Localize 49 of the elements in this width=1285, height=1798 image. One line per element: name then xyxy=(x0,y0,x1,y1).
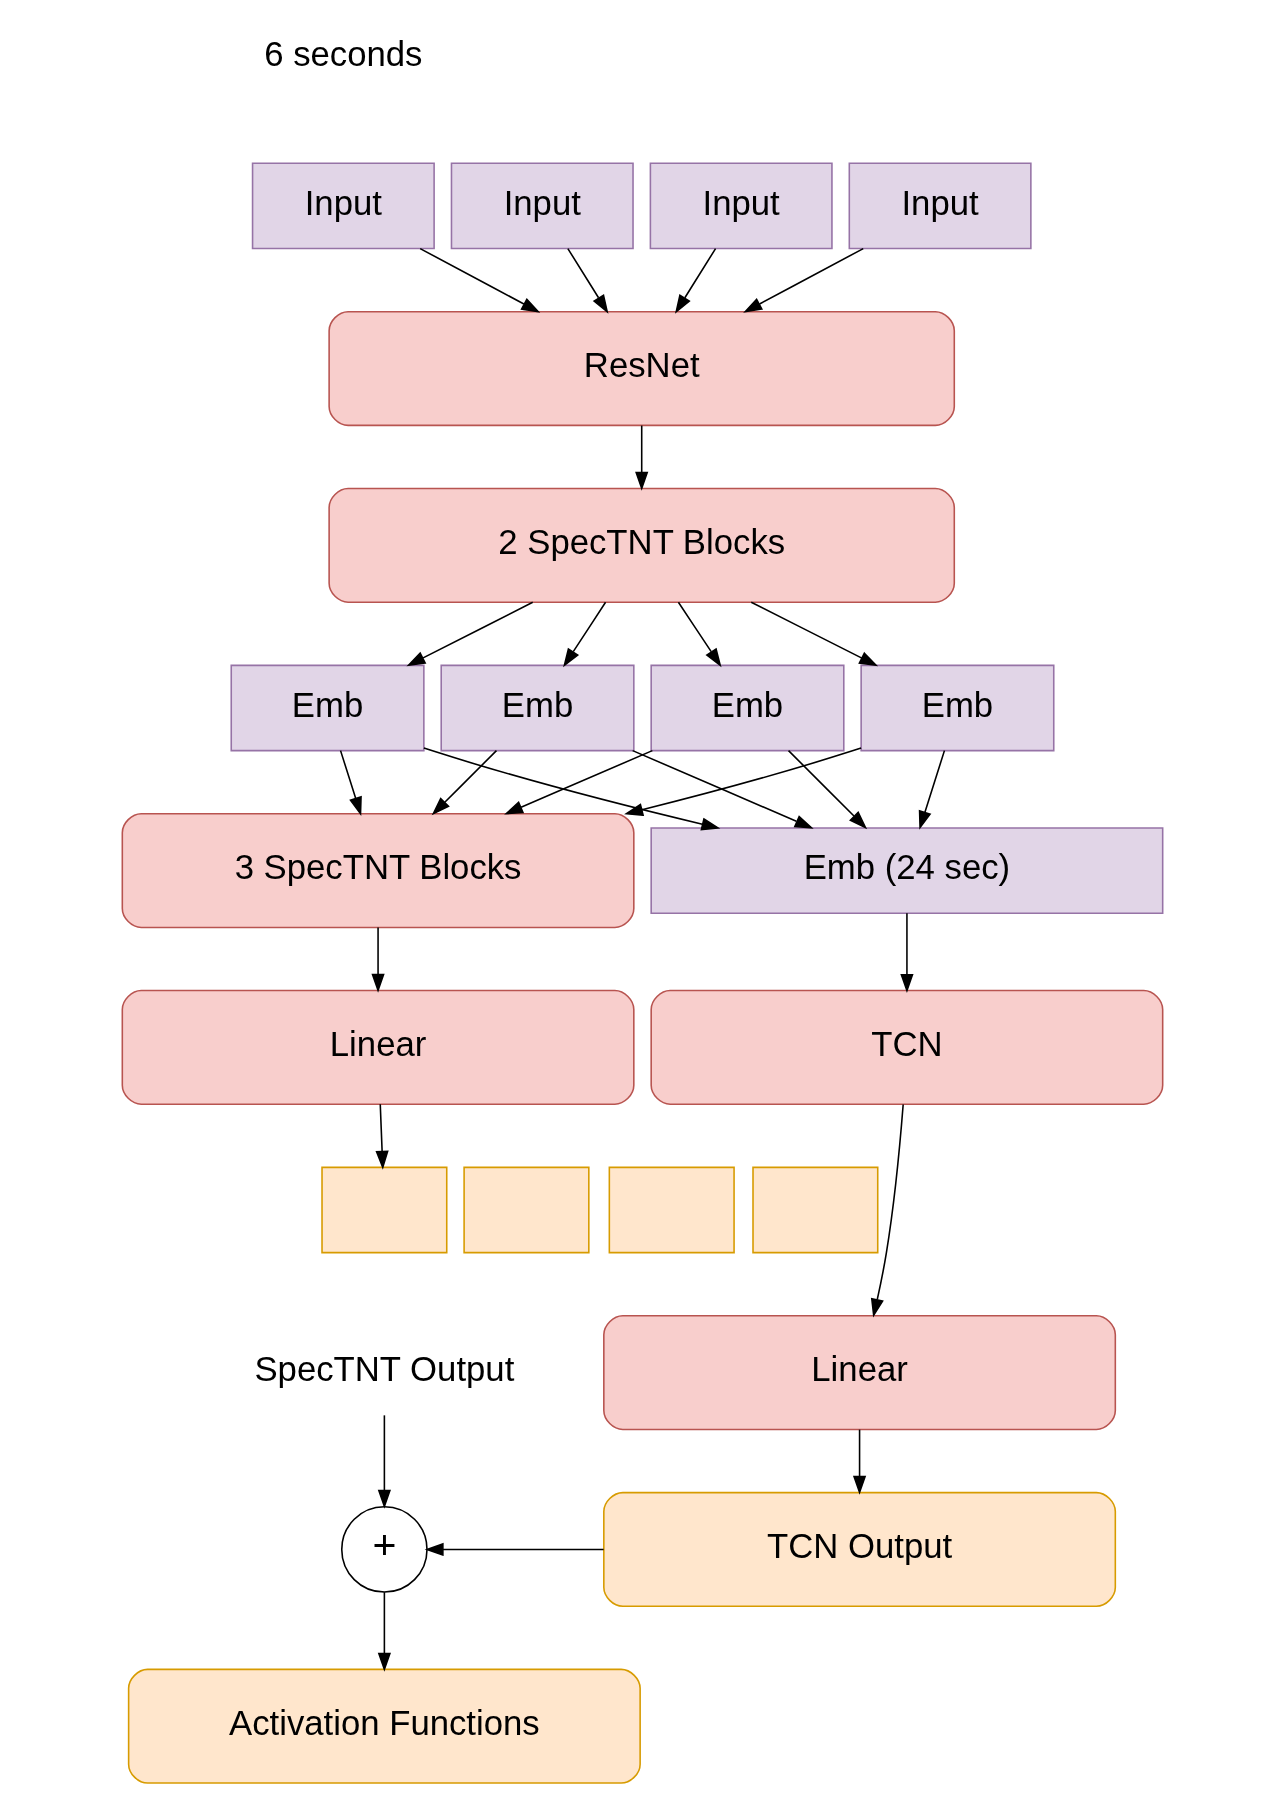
node-box xyxy=(321,1166,448,1254)
node-box: Input xyxy=(649,162,833,250)
node-box: Emb xyxy=(650,664,845,752)
arrow xyxy=(674,247,717,314)
node-box: Linear xyxy=(121,989,635,1105)
node-box: Emb (24 sec) xyxy=(650,827,1164,914)
node-box: TCN xyxy=(650,989,1164,1105)
arrow xyxy=(419,247,541,313)
arrow xyxy=(567,247,609,314)
node-box: 3 SpecTNT Blocks xyxy=(121,812,635,929)
node-label: 6 seconds xyxy=(264,35,423,74)
arrow xyxy=(424,1542,605,1557)
node-box: TCN Output xyxy=(603,1491,1117,1608)
arrow xyxy=(750,601,879,667)
node-box: Input xyxy=(450,162,634,250)
arrow xyxy=(563,601,607,668)
arrow xyxy=(423,747,721,831)
node-box: ResNet xyxy=(328,310,956,427)
arrow xyxy=(900,912,914,993)
arrow xyxy=(852,1428,867,1495)
node-box: Emb xyxy=(860,664,1055,752)
node-box xyxy=(463,1166,590,1254)
arrow xyxy=(504,749,654,815)
arrow xyxy=(375,1103,389,1170)
node-box: Input xyxy=(251,162,435,250)
node-box xyxy=(752,1166,879,1254)
arrow xyxy=(677,601,722,668)
arrow xyxy=(870,1103,904,1318)
arrow xyxy=(624,747,862,817)
node-circle: + xyxy=(340,1506,428,1593)
arrow xyxy=(635,424,649,491)
arrow xyxy=(787,749,868,830)
arrow xyxy=(743,247,865,313)
node-box: 2 SpecTNT Blocks xyxy=(328,487,956,603)
arrow xyxy=(918,749,946,830)
arrow xyxy=(431,749,498,816)
node-box: Emb xyxy=(230,664,425,752)
node-box xyxy=(608,1166,735,1254)
arrow xyxy=(631,749,814,829)
node-text: SpecTNT Output xyxy=(254,1350,515,1389)
arrow xyxy=(406,601,534,667)
arrow xyxy=(377,1591,392,1672)
node-box: Input xyxy=(848,162,1032,250)
node-box: Activation Functions xyxy=(127,1668,641,1784)
node-box: Linear xyxy=(603,1315,1117,1431)
arrow xyxy=(377,1414,392,1509)
arrow xyxy=(339,749,362,816)
arrow xyxy=(371,926,385,993)
node-box: Emb xyxy=(440,664,635,752)
